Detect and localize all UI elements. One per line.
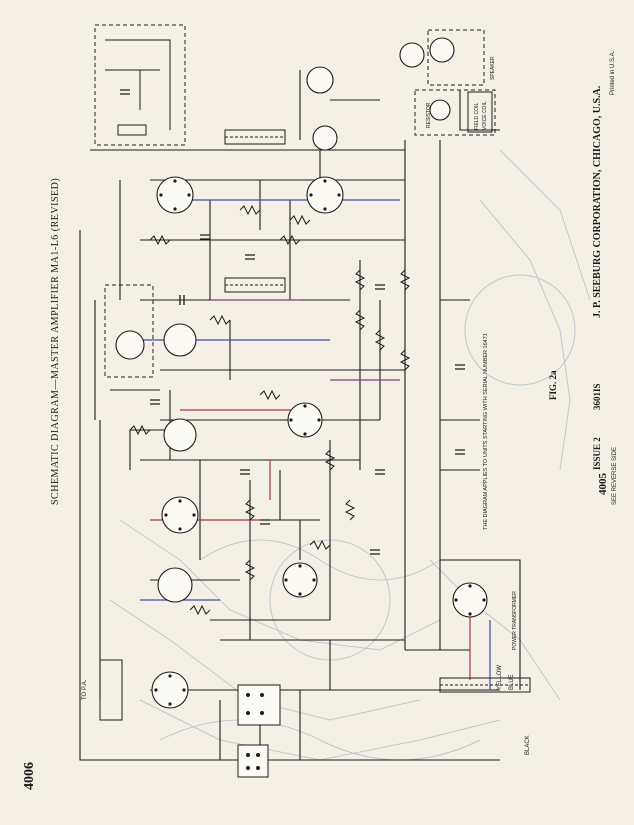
wiring: [79, 70, 521, 761]
tube-socket: [429, 37, 455, 63]
model-number: 4005: [597, 473, 609, 495]
issue-label: ISSUE 2: [592, 437, 602, 470]
publisher: J. P. SEEBURG CORPORATION, CHICAGO, U.S.…: [592, 85, 603, 318]
tube-socket: [306, 66, 334, 94]
voice-coil-label: VOICE COIL: [482, 101, 488, 130]
printed-note: Printed in U.S.A.: [610, 50, 616, 95]
tube-socket: [429, 99, 451, 121]
applies-note: THE DIAGRAM APPLIES TO UNITS STARTING WI…: [483, 333, 489, 530]
to-pa-label: TO P.A.: [82, 679, 88, 700]
tube-socket: [306, 176, 344, 214]
power-transformer-label: POWER TRANSFORMER: [512, 591, 518, 650]
terminal-pins: [246, 693, 264, 770]
tube-socket: [312, 125, 338, 151]
background-ghost-image: [109, 149, 591, 761]
tube-socket: [452, 582, 488, 618]
black-wire-label: BLACK: [525, 735, 531, 755]
inset-boxes: [94, 24, 496, 378]
resistor-label: RESISTOR: [426, 102, 432, 128]
transformers: [117, 124, 531, 693]
figure-label: FIG. 2a: [548, 370, 558, 400]
tube-socket: [399, 42, 425, 68]
yellow-wire-label: YELLOW: [497, 664, 503, 690]
tube-socket: [151, 671, 189, 709]
tube-socket: [157, 567, 193, 603]
blue-wire-label: BLUE: [509, 674, 515, 690]
see-reverse-note: SEE REVERSE SIDE: [612, 446, 618, 505]
resistors: [129, 204, 411, 616]
tube-socket: [163, 323, 197, 357]
page-number: 4006: [22, 762, 37, 790]
tube-socket: [287, 402, 323, 438]
tube-socket: [115, 330, 145, 360]
speaker-label: SPEAKER: [490, 56, 496, 80]
tube-socket: [156, 176, 194, 214]
terminal-strips: [99, 659, 281, 778]
socket-pins: [154, 179, 486, 706]
capacitors: [120, 89, 465, 555]
input-transformer: [117, 124, 147, 136]
tube-sockets: [115, 37, 488, 709]
tube-socket: [163, 418, 197, 452]
issue-code: 3601IS: [592, 383, 602, 410]
field-coil-label: FIELD COIL: [474, 102, 480, 130]
diagram-title: SCHEMATIC DIAGRAM—MASTER AMPLIFIER MA1-L…: [50, 177, 61, 505]
tube-socket: [282, 562, 318, 598]
tube-socket: [161, 496, 199, 534]
